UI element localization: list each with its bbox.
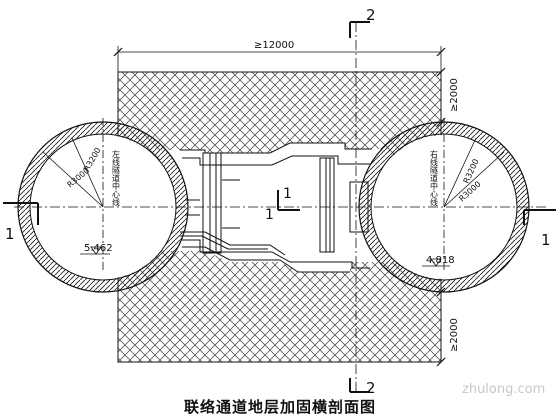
section-mark-center-2: 1	[265, 207, 274, 223]
drawing-caption: 联络通道地层加固横剖面图	[183, 398, 376, 416]
section-mark-left: 1	[5, 225, 15, 243]
section-line-2: 2 2	[349, 6, 376, 397]
left-tunnel-label: 左线隧道中心线	[112, 149, 121, 206]
left-elevation-label: 5.462	[84, 243, 113, 254]
dimension-top-extension-label: ≥2000	[449, 78, 460, 112]
section-mark-bottom: 2	[366, 379, 376, 397]
section-mark-top: 2	[366, 6, 376, 24]
dimension-top-extension: ≥2000	[436, 67, 460, 127]
right-elevation-mark: 4.818	[422, 255, 455, 267]
left-elevation-mark: 5.462	[80, 243, 113, 255]
dimension-total-width-label: ≥12000	[254, 40, 294, 51]
right-elevation-label: 4.818	[426, 255, 455, 266]
dimension-total-width: ≥12000	[113, 40, 446, 72]
section-line-1: 1 1 1 1	[3, 186, 556, 249]
dimension-bottom-extension-label: ≥2000	[449, 318, 460, 352]
section-mark-right: 1	[541, 231, 551, 249]
watermark: zhulong.com	[462, 382, 546, 397]
right-tunnel-label: 右线隧道中心线	[430, 149, 439, 206]
section-mark-center: 1	[283, 186, 292, 202]
dimension-bottom-extension: ≥2000	[436, 287, 460, 367]
cross-passage	[180, 142, 372, 273]
